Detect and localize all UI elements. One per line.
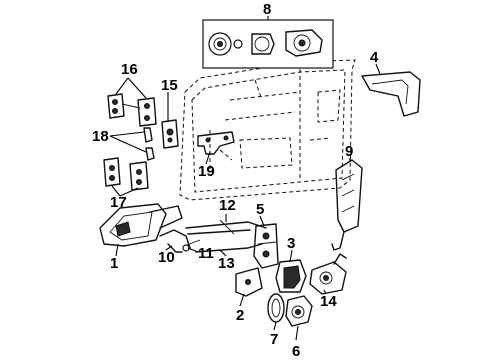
outside-handle [361, 71, 421, 117]
callout-2: 2 [236, 307, 244, 324]
callout-18: 18 [92, 128, 109, 145]
hinge-pins [143, 127, 155, 161]
leader-lines [109, 16, 381, 341]
striker-bracket [161, 119, 179, 149]
callout-7: 7 [270, 331, 278, 348]
callout-10: 10 [158, 249, 175, 266]
door-latch [253, 223, 279, 269]
lock-cover [275, 259, 307, 293]
callout-17: 17 [110, 194, 127, 211]
window-channel [331, 159, 363, 251]
door-check [197, 131, 235, 155]
callout-12: 12 [219, 197, 236, 214]
callout-4: 4 [370, 49, 379, 66]
door-panel-outline [179, 59, 356, 201]
lock-cylinder-kit [202, 19, 334, 69]
callout-labels: 8 4 16 15 18 19 17 9 1 10 11 12 13 5 3 2… [92, 1, 379, 360]
callout-13: 13 [218, 255, 235, 272]
callout-14: 14 [320, 293, 337, 310]
lock-actuator [309, 253, 347, 295]
callout-1: 1 [110, 255, 118, 272]
callout-8: 8 [263, 1, 271, 18]
callout-11: 11 [198, 245, 214, 262]
callout-16: 16 [121, 61, 138, 78]
latch-bracket [235, 267, 263, 297]
lower-hinge [103, 157, 149, 191]
callout-9: 9 [345, 143, 353, 160]
callout-15: 15 [161, 77, 178, 94]
inside-handle [99, 203, 183, 247]
callout-19: 19 [198, 163, 215, 180]
door-lock-cylinder [285, 295, 313, 327]
seal-ring [267, 293, 285, 323]
callout-6: 6 [292, 343, 300, 360]
callout-5: 5 [256, 201, 264, 218]
upper-hinge [107, 93, 157, 127]
callout-3: 3 [287, 235, 295, 252]
